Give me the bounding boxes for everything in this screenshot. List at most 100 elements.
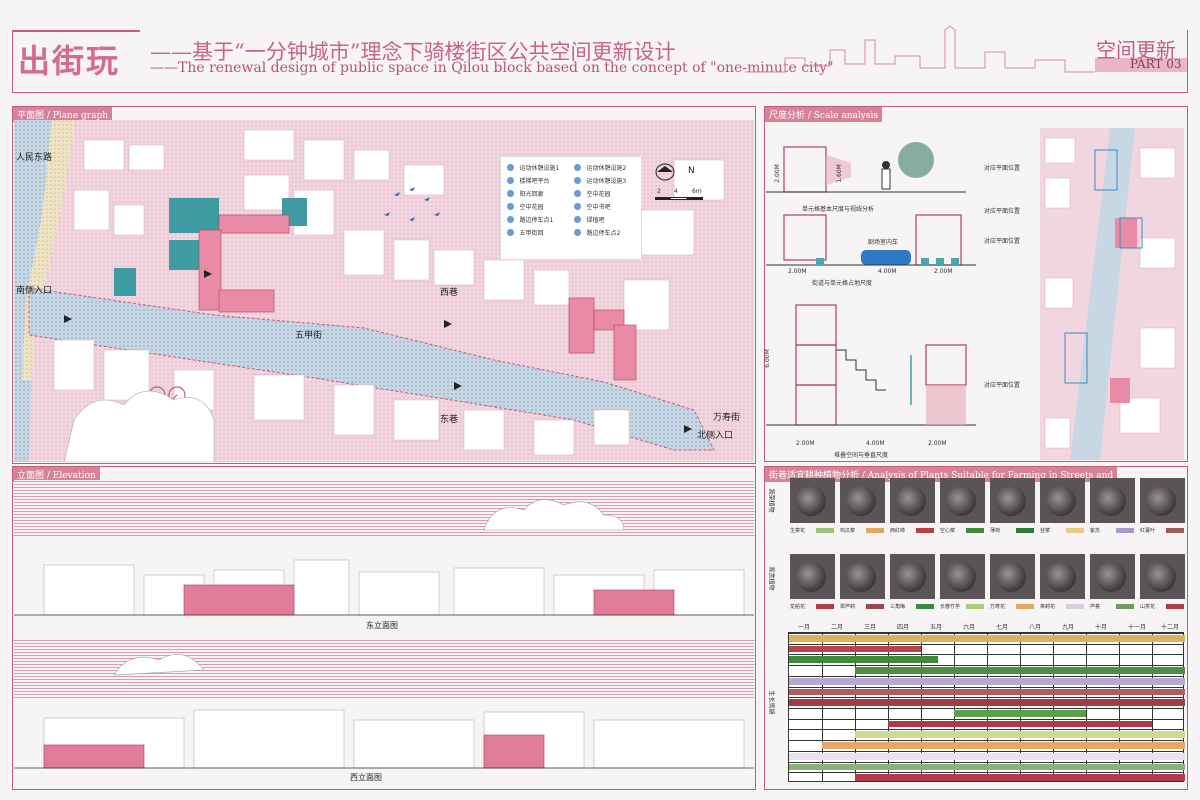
gantt-bar (888, 720, 1152, 728)
gantt-rowline (789, 761, 1183, 763)
gantt-rowline (789, 633, 1183, 634)
plant-color-swatch (1116, 604, 1134, 609)
scale-w3: 2.00M (934, 268, 953, 275)
plant-color-swatch (916, 528, 934, 533)
gantt-gridline (954, 633, 955, 781)
gantt-bar (789, 656, 938, 664)
gantt-gridline (855, 633, 856, 781)
scale-pos-2: 对应平面位置 (984, 208, 1021, 215)
plants-frame (764, 466, 1188, 790)
legend-marker-icon (507, 190, 514, 197)
title-cn: 出街玩 (18, 42, 121, 80)
gantt-rowline (789, 708, 1183, 709)
plant-name: 红薯叶 (1140, 528, 1156, 534)
north-arrow-icon (655, 163, 675, 181)
plant-photo (1040, 554, 1085, 599)
legend-row: 楼梯吧平台运动休憩设施3 (507, 174, 635, 187)
plant-name: 鸡瓜菜 (840, 528, 856, 534)
legend-item-label: 五甲街回 (519, 230, 544, 237)
legend-marker-icon (574, 190, 581, 197)
gantt-bar (789, 688, 1185, 696)
plant-color-swatch (966, 604, 984, 609)
scale-caption-3: 堆叠空间与垂直尺度 (834, 452, 889, 459)
legend-row: 五甲街回路边停车点2 (507, 226, 635, 239)
scale-h1: 2.00M (773, 164, 781, 183)
scale-w2: 4.00M (878, 268, 897, 275)
plant-photo (840, 554, 885, 599)
plan-frame (12, 106, 756, 464)
scale-diagrams (766, 142, 976, 426)
gantt-rowline (789, 654, 1183, 656)
scale-eye: 1.60M (835, 164, 843, 183)
plant-name: 龙船花 (790, 604, 806, 610)
plant-color-swatch (866, 604, 884, 609)
legend-row: 阳光回廊 空中花园 (507, 187, 635, 200)
plant-color-swatch (816, 604, 834, 609)
gantt-rowline (789, 665, 1183, 667)
month-label: 十一月 (1128, 624, 1147, 631)
gantt-rowline (789, 675, 1183, 677)
month-label: 十月 (1095, 624, 1108, 631)
scale-frame (764, 106, 1188, 462)
plant-name: 万寿花 (990, 604, 1006, 610)
part-badge-bg (1095, 58, 1187, 72)
west-elevation-caption: 西立面图 (350, 773, 382, 782)
plant-photo (990, 554, 1035, 599)
gantt-gridline (822, 633, 823, 781)
plant-photo (1140, 554, 1185, 599)
legend-row: 运动休憩设施1 运动休憩设施2 (507, 161, 635, 174)
header-frame (12, 30, 1188, 93)
month-label: 七月 (996, 624, 1009, 631)
legend-item-label: 阳光回廊 (519, 191, 544, 198)
plant-photo (840, 478, 885, 523)
part-cn: 空间更新 (1096, 38, 1176, 62)
plant-color-swatch (1066, 604, 1084, 609)
gantt-bar (954, 710, 1086, 717)
gantt-gridline (1119, 633, 1120, 781)
north-label: N (688, 166, 695, 176)
legend-item-label: 运动休憩设施2 (586, 165, 627, 172)
row1-label: 蔬菜植物 (767, 488, 775, 513)
gantt-gridline (987, 633, 988, 781)
scale-section-label: 尺度分析 / Scale analysis (765, 107, 882, 122)
gantt-rowline (789, 643, 1183, 645)
scale-car: 剧场室内车 (868, 239, 899, 246)
month-label: 九月 (1062, 624, 1075, 631)
scale-b1: 2.00M (796, 440, 815, 447)
legend-item-label: 空中花园 (586, 191, 611, 198)
plant-name: 长春竹芋 (940, 604, 961, 610)
scale-caption-1: 单元格基本尺度与视线分析 (802, 206, 875, 213)
plant-color-swatch (1166, 528, 1184, 533)
scale-tick-4: 4 (674, 188, 678, 195)
scale-context-map (1040, 128, 1184, 460)
gantt-gridline (1152, 633, 1153, 781)
scale-pos-3: 对应平面位置 (984, 238, 1021, 245)
label-wanshou-street: 万寿街 (713, 413, 741, 423)
gantt-gridline (1086, 633, 1087, 781)
plant-name: 韭菜 (1040, 528, 1051, 534)
elevation-drawings (14, 480, 754, 769)
plant-name: 紫苏 (1090, 528, 1101, 534)
gantt-rowline (789, 686, 1183, 688)
plant-name: 空心菜 (940, 528, 956, 534)
legend-item-label: 运动休憩设施3 (586, 178, 627, 185)
scale-tick-2: 2 (657, 188, 661, 195)
legend-marker-icon (574, 164, 581, 171)
gantt-rowline (789, 697, 1183, 699)
gantt-gridline (888, 633, 889, 781)
gantt-bar (789, 763, 1185, 771)
plant-name: 三角梅 (890, 604, 906, 610)
legend-item-label: 路边停车点1 (519, 217, 554, 224)
label-east-lane: 东巷 (440, 415, 459, 425)
gantt-gridline (921, 633, 922, 781)
month-label: 五月 (930, 624, 943, 631)
scale-bar (655, 197, 703, 200)
plant-color-swatch (966, 528, 984, 533)
scale-b3: 2.00M (928, 440, 947, 447)
legend-item-label: 运动休憩设施1 (519, 165, 560, 172)
month-label: 六月 (963, 624, 976, 631)
legend-marker-icon (574, 229, 581, 236)
